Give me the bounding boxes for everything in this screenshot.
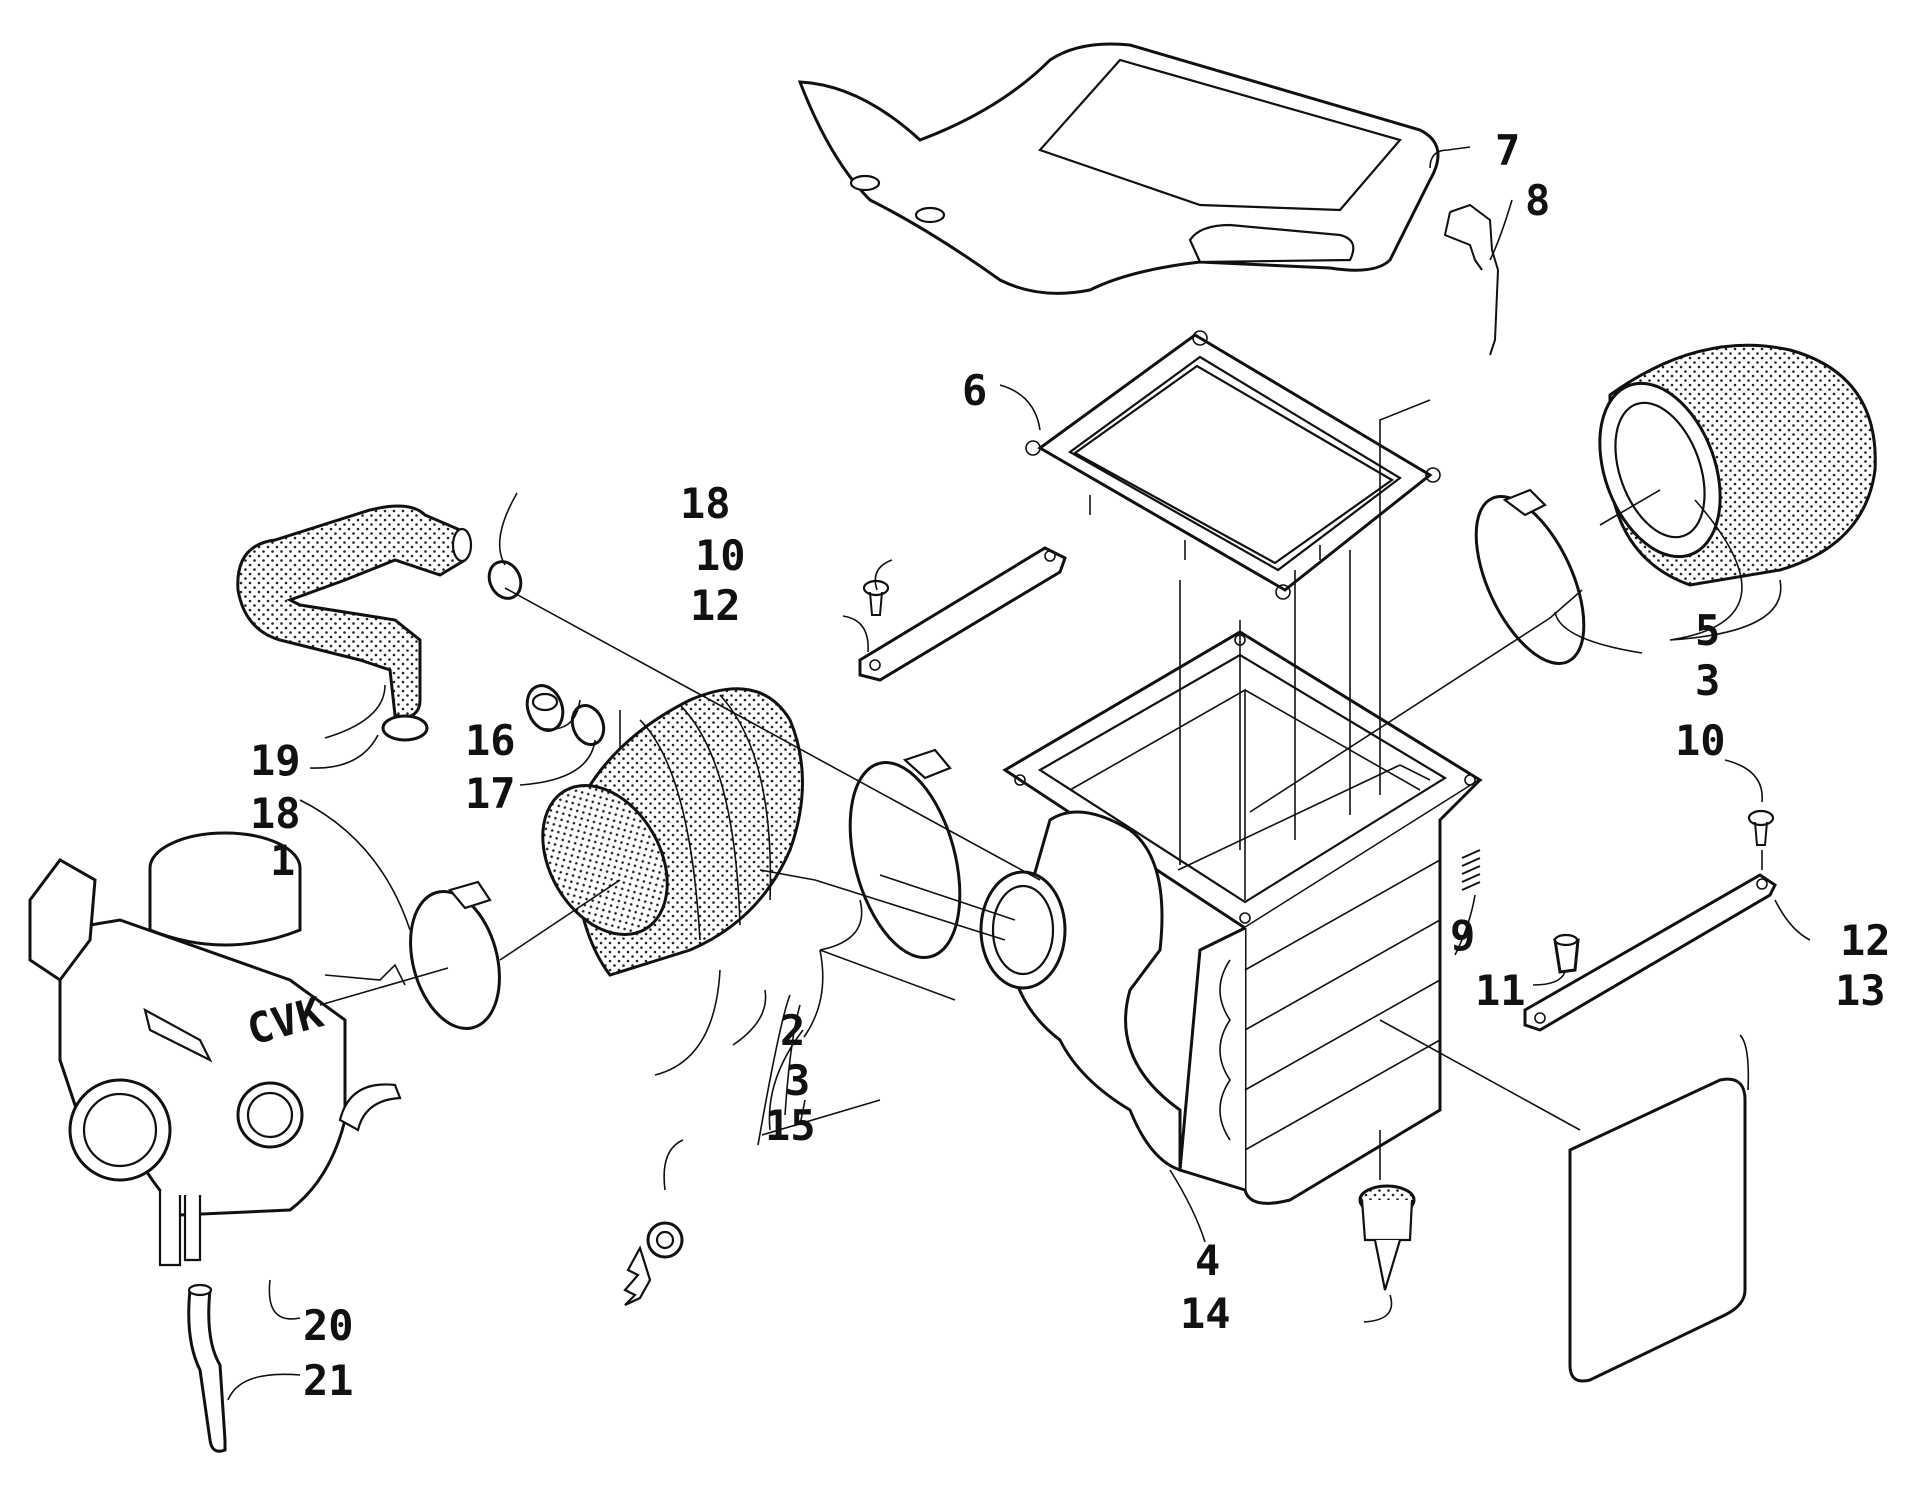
callout-14: 14 xyxy=(1180,1289,1231,1338)
callout-3-upper: 3 xyxy=(1695,656,1720,705)
callout-16: 16 xyxy=(465,716,516,765)
screw-lower xyxy=(1747,809,1775,846)
callout-20: 20 xyxy=(303,1301,354,1350)
callout-7: 7 xyxy=(1495,126,1520,175)
hose-clamp-upper xyxy=(1474,488,1586,665)
mounting-bracket-upper xyxy=(858,546,1067,682)
callout-10-right: 10 xyxy=(1675,716,1726,765)
callout-13: 13 xyxy=(1835,966,1886,1015)
grommet xyxy=(1553,933,1580,974)
callout-17: 17 xyxy=(465,769,516,818)
callout-21: 21 xyxy=(303,1356,354,1405)
callout-11: 11 xyxy=(1475,966,1526,1015)
drain-hose xyxy=(187,1283,227,1453)
access-cover-plate xyxy=(1568,1077,1747,1383)
push-rivet xyxy=(623,1221,684,1306)
callout-6: 6 xyxy=(962,366,987,415)
callout-5: 5 xyxy=(1695,606,1720,655)
callout-18-lower: 18 xyxy=(250,789,301,838)
callout-4: 4 xyxy=(1195,1236,1220,1285)
hose-clamp-lower xyxy=(848,748,962,959)
hose-clamp-small-upper xyxy=(487,560,523,600)
callout-19: 19 xyxy=(250,736,301,785)
hose-clamp-small-lower xyxy=(381,714,429,742)
callout-10-left: 10 xyxy=(695,531,746,580)
carburetor: CVK xyxy=(28,831,406,1267)
intake-boot xyxy=(541,687,804,977)
callout-8: 8 xyxy=(1525,176,1550,225)
callout-2: 2 xyxy=(780,1006,805,1055)
carb-clamp xyxy=(409,880,501,1030)
airbox-body xyxy=(979,630,1483,1205)
breather-hose xyxy=(236,504,473,720)
mounting-bracket-lower xyxy=(1523,873,1777,1032)
callout-3-lower: 3 xyxy=(785,1056,810,1105)
small-clamp xyxy=(570,704,606,746)
callout-18-upper: 18 xyxy=(680,479,731,528)
callout-12-left: 12 xyxy=(690,581,741,630)
air-filter xyxy=(1598,343,1877,587)
callout-labels: 7 8 6 5 3 10 12 13 9 11 4 14 15 2 3 18 1… xyxy=(250,126,1891,1405)
callout-15: 15 xyxy=(765,1101,816,1150)
drain-plug xyxy=(1358,1184,1416,1291)
spring xyxy=(1461,849,1481,891)
callout-1: 1 xyxy=(270,836,295,885)
gasket-frame xyxy=(1025,330,1441,600)
callout-9: 9 xyxy=(1450,911,1475,960)
leader-lines xyxy=(227,146,1811,1401)
retaining-clip xyxy=(1443,203,1500,356)
callout-12-right: 12 xyxy=(1840,916,1891,965)
airbox-cover xyxy=(797,42,1440,295)
